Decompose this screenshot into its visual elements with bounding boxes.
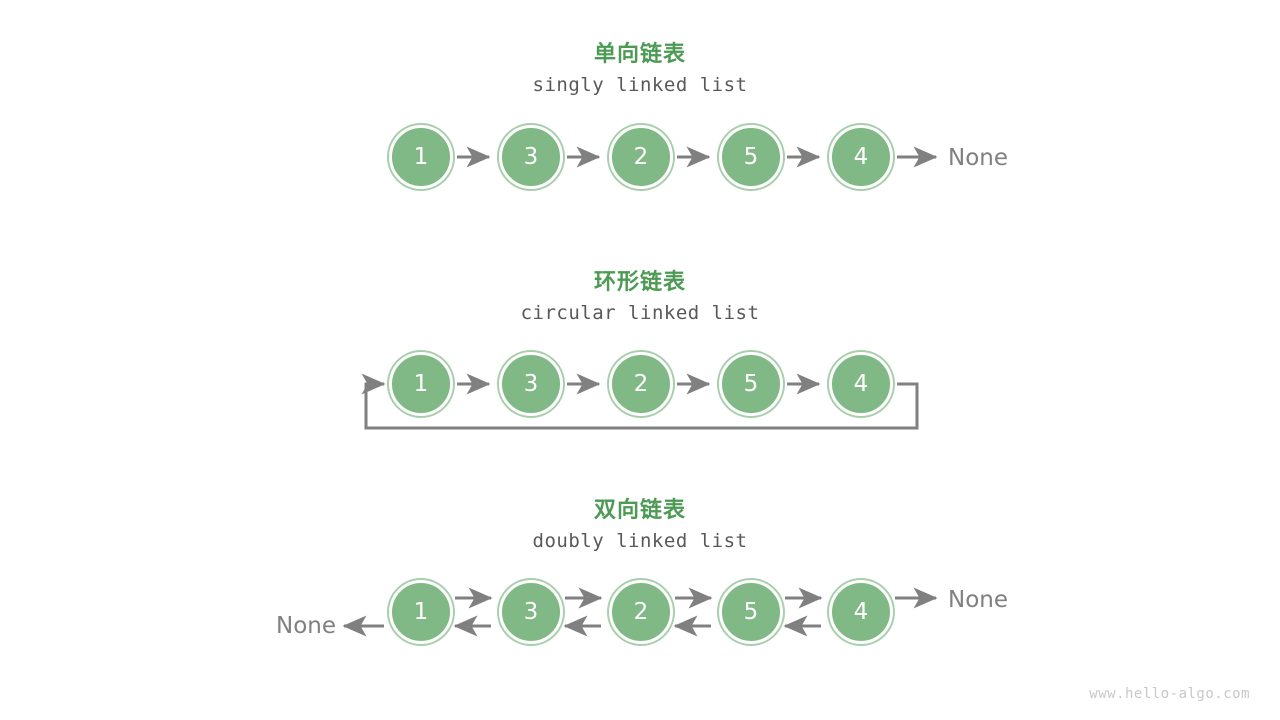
doubly-none-label-right: None — [948, 587, 1009, 613]
doubly-node-0: 1 — [389, 580, 453, 644]
circular-node-2: 2 — [609, 352, 673, 416]
doubly-none-label-left: None — [276, 613, 337, 639]
singly-node-3: 5 — [719, 125, 783, 189]
circular-node-4: 4 — [829, 352, 893, 416]
singly-node-4: 4 — [829, 125, 893, 189]
doubly-node-2: 2 — [609, 580, 673, 644]
doubly-node-3: 5 — [719, 580, 783, 644]
doubly-title-cn: 双向链表 — [593, 498, 686, 523]
singly-title-cn: 单向链表 — [593, 42, 686, 67]
circular-title-cn: 环形链表 — [593, 270, 686, 295]
singly-title-en: singly linked list — [532, 74, 748, 96]
doubly-node-4: 4 — [829, 580, 893, 644]
doubly-title-en: doubly linked list — [532, 530, 748, 552]
watermark: www.hello-algo.com — [1089, 686, 1250, 702]
singly-node-1: 3 — [499, 125, 563, 189]
circular-title-en: circular linked list — [520, 302, 760, 324]
singly-node-0: 1 — [389, 125, 453, 189]
circular-node-0: 1 — [389, 352, 453, 416]
doubly-node-1: 3 — [499, 580, 563, 644]
circular-node-3: 5 — [719, 352, 783, 416]
circular-node-1: 3 — [499, 352, 563, 416]
singly-none-label-right: None — [948, 145, 1009, 171]
singly-node-2: 2 — [609, 125, 673, 189]
